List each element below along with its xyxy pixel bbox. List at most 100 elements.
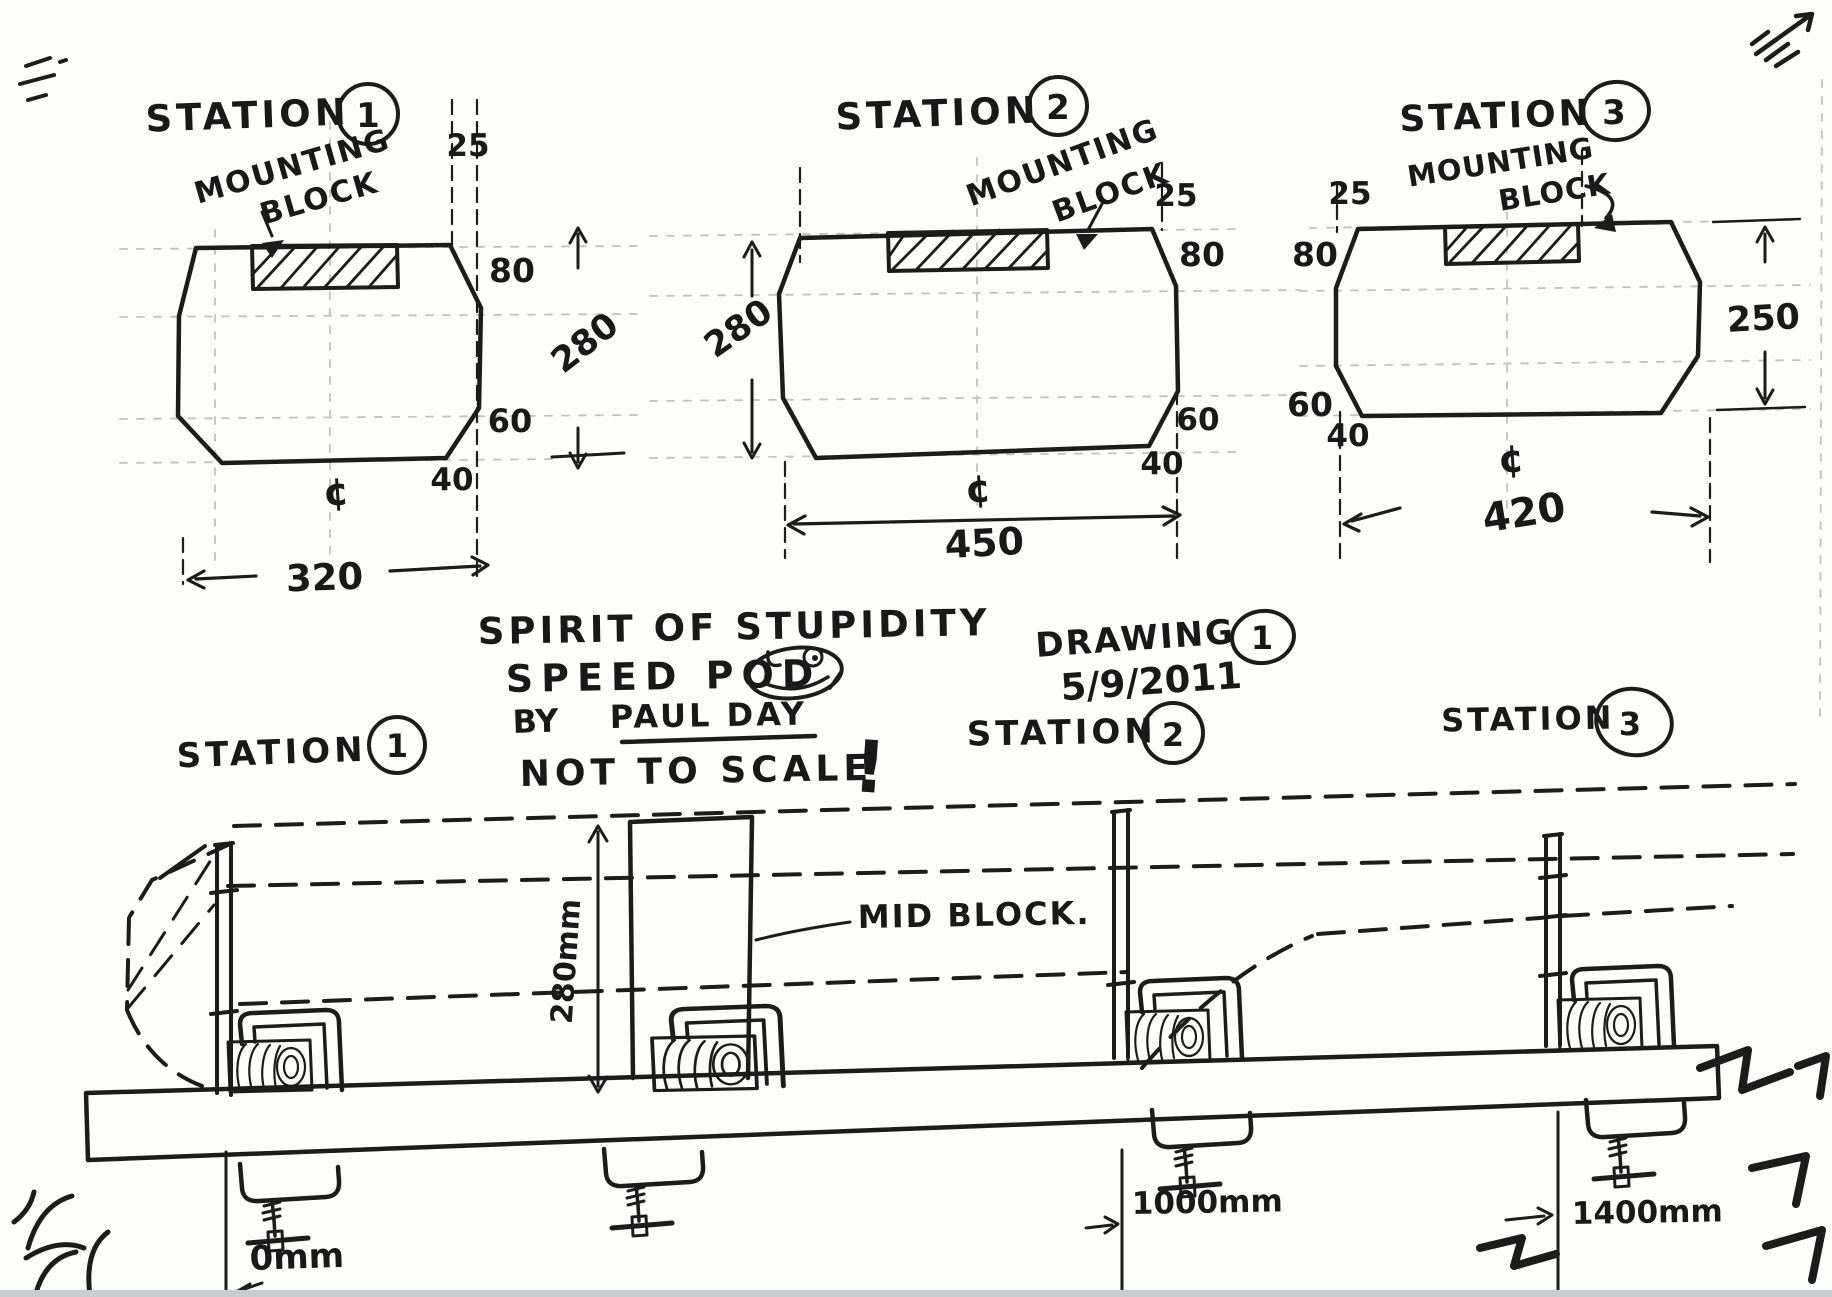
station2-height-arrow-down — [742, 378, 762, 460]
drawing-title-line1: SPIRIT OF STUPIDITY — [477, 601, 991, 653]
smiley-doodle — [746, 645, 844, 701]
station2-dim-40: 40 — [1140, 446, 1183, 482]
station3-dim-80: 80 — [1292, 235, 1338, 274]
exclamation-mark: ! — [850, 724, 889, 810]
top-left-scribble — [18, 56, 68, 102]
station1-dim-320: 320 — [285, 555, 364, 601]
mid-block-height-dimension: 280mm — [545, 824, 609, 1094]
station2-hull-outline — [776, 226, 1181, 461]
station3-height-arrows — [1755, 225, 1775, 406]
station3-number: 3 — [1602, 93, 1626, 133]
corner-doodles — [0, 11, 1832, 1297]
station1-position-ref: 0mm — [224, 1150, 345, 1297]
station2-wood-block — [1124, 1008, 1212, 1064]
mid-block-height-value: 280mm — [545, 898, 589, 1025]
station2-extension-lines — [783, 161, 1179, 562]
station1-mounting-leader — [260, 210, 274, 238]
station2-section-title: STATION — [835, 88, 1041, 138]
station3-hull-outline — [1333, 219, 1703, 419]
drawing-title-line2: SPEED POD — [505, 651, 821, 701]
station3-clamp-bottom — [1586, 1100, 1685, 1187]
pod-dashed-outline — [125, 782, 1797, 1092]
station1-mounting-block-hatch — [250, 243, 400, 291]
station3-centerline-symbol: ¢ — [1496, 436, 1525, 482]
drawing-number-circle — [1230, 608, 1296, 666]
station2-cross-section: STATION 2 MOUNTING BLOCK 280 25 80 60 40… — [697, 75, 1225, 567]
station2-number: 2 — [1046, 88, 1070, 128]
station1-width-arrows — [186, 555, 490, 590]
station1-hull-outline — [175, 242, 484, 466]
bottom-right-scribble — [1476, 1046, 1830, 1284]
station1-centerline-symbol: ¢ — [321, 469, 350, 515]
side-station2-number: 2 — [1162, 716, 1184, 754]
station3-position-ref: 1400mm — [1504, 1110, 1723, 1294]
station3-width-arrows — [1342, 506, 1710, 533]
mid-block-wood-block — [650, 1034, 759, 1093]
station1-position-value: 0mm — [249, 1236, 345, 1279]
drawing-number: 1 — [1251, 619, 1273, 657]
station1-dim-40: 40 — [430, 462, 473, 498]
station1-dim-280: 280 — [544, 305, 626, 382]
station2-centerline-symbol: ¢ — [963, 466, 992, 512]
station1-number-circle — [336, 82, 400, 146]
mid-block — [627, 814, 755, 1081]
station1-height-arrow-down — [550, 426, 626, 470]
station3-number-circle — [1581, 79, 1651, 143]
station3-wood-block — [1556, 996, 1644, 1052]
side-view: STATION 1 STATION 2 STATION 3 — [83, 686, 1797, 1297]
station3-section-title: STATION — [1399, 93, 1593, 141]
station2-dim-60: 60 — [1176, 402, 1219, 438]
station3-mounting-block-hatch — [1443, 222, 1581, 266]
scan-bottom-edge — [0, 1290, 1832, 1297]
top-right-arrow-doodle — [1749, 11, 1815, 69]
title-block: SPIRIT OF STUPIDITY SPEED POD DRAWING 1 … — [477, 601, 1296, 810]
side-station3-number: 3 — [1619, 705, 1641, 743]
station3-reference-lines — [1711, 217, 1807, 412]
byline-prefix: BY — [512, 701, 560, 741]
station2-dim-80: 80 — [1179, 235, 1225, 274]
side-station1-label: STATION — [176, 730, 367, 777]
station2-height-arrow-up — [742, 240, 762, 298]
station2-position-value: 1000mm — [1132, 1183, 1283, 1222]
mounting-rail — [83, 1043, 1722, 1163]
station3-cross-section: STATION 3 MOUNTING BLOCK 25 80 60 40 250… — [1287, 79, 1807, 564]
mid-block-clamp-bottom — [604, 1149, 703, 1236]
station3-dim-60: 60 — [1287, 385, 1333, 424]
side-station1-number-circle — [367, 715, 427, 775]
station3-dim-40: 40 — [1326, 418, 1369, 454]
author-name: PAUL DAY — [609, 695, 807, 736]
bottom-left-scribble — [11, 1189, 111, 1297]
side-station2-label: STATION — [967, 711, 1158, 754]
station3-mounting-leader — [1584, 184, 1615, 220]
station1-dim-80: 80 — [489, 251, 535, 290]
station2-mounting-block-hatch — [886, 228, 1050, 273]
station1-number: 1 — [356, 96, 380, 136]
station2-dim-450: 450 — [944, 519, 1026, 567]
station3-extension-lines — [1335, 148, 1712, 564]
side-station2-number-circle — [1141, 701, 1205, 765]
station1-cross-section: STATION 1 MOUNTING BLOCK 25 80 280 60 40… — [145, 82, 626, 601]
mid-block-leader-line — [754, 920, 852, 942]
station1-wood-block — [226, 1038, 314, 1094]
station1-dim-25: 25 — [446, 128, 489, 164]
station2-mounting-arrowhead — [1076, 234, 1098, 250]
station1-former — [209, 841, 239, 1097]
station3-position-value: 1400mm — [1572, 1193, 1723, 1232]
author-underline — [619, 733, 818, 745]
station2-dim-25: 25 — [1154, 178, 1197, 214]
station3-dim-25: 25 — [1328, 176, 1371, 212]
mid-block-label: MID BLOCK. — [857, 894, 1090, 936]
side-station3-label: STATION — [1441, 698, 1615, 739]
station2-number-circle — [1027, 75, 1089, 137]
side-station3-number-circle — [1594, 686, 1674, 758]
side-station1-number: 1 — [386, 727, 408, 765]
station2-width-dimension-line — [786, 505, 1182, 536]
scale-note: NOT TO SCALE — [519, 748, 873, 795]
station1-height-arrow-up — [568, 226, 588, 270]
station1-section-title: STATION — [145, 90, 351, 140]
station3-dim-250: 250 — [1726, 297, 1801, 341]
station1-extension-lines — [181, 98, 479, 586]
station3-dim-420: 420 — [1479, 484, 1569, 542]
